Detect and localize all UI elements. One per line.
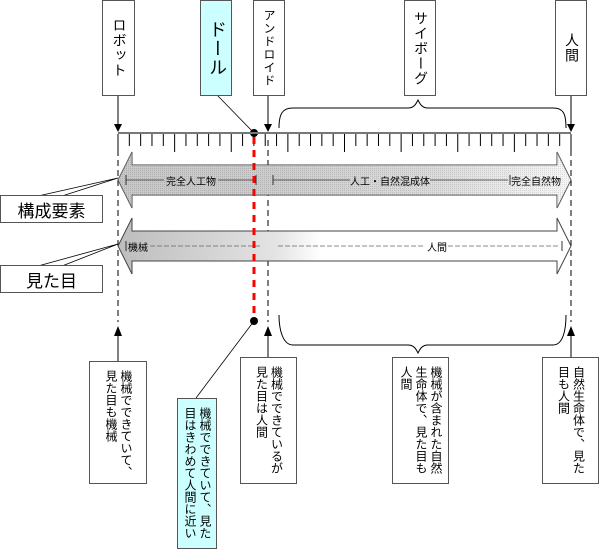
- category-robot: ロボット: [102, 0, 135, 96]
- segment-full-natural: 完全自然物: [511, 177, 561, 188]
- segment-full-artificial: 完全人工物: [166, 177, 216, 188]
- category-label: ドール: [206, 19, 227, 77]
- composition-arrow: [117, 151, 572, 209]
- description-text: 自然生命体で、見た目も人間: [556, 366, 586, 474]
- category-cyborg: サイボーグ: [404, 0, 436, 96]
- segment-human-look: 人間: [427, 243, 447, 254]
- description-text: 機械が含まれた自然生命体で、見た目も人間: [399, 366, 443, 474]
- description-connectors: [114, 326, 575, 361]
- axis-label-appearance: 見た目: [0, 265, 103, 293]
- segment-machine: 機械: [128, 243, 148, 254]
- category-label: アンドロイド: [262, 9, 276, 87]
- description-text: 機械でできていて、見た目はきわめて人間に近い: [183, 407, 212, 539]
- segment-hybrid: 人工・自然混成体: [350, 177, 430, 188]
- category-label: ロボット: [110, 18, 127, 78]
- description-doll: 機械でできていて、見た目はきわめて人間に近い: [177, 398, 217, 549]
- scale-ruler: [117, 132, 572, 152]
- description-text: 機械でできていて、見た目も機械: [104, 370, 133, 478]
- cyborg-brace-bottom: [278, 314, 567, 355]
- description-human: 自然生命体で、見た目も人間: [542, 357, 599, 484]
- axis-label-text: 見た目: [26, 271, 77, 292]
- category-connectors: [114, 94, 575, 137]
- axis-label-text: 構成要素: [17, 201, 86, 222]
- description-text: 機械でできているが見た目は人間: [254, 366, 284, 474]
- category-label: サイボーグ: [412, 10, 428, 86]
- appearance-arrow: [117, 217, 572, 275]
- category-human: 人間: [555, 0, 587, 96]
- description-cyborg: 機械が含まれた自然生命体で、見た目も人間: [392, 357, 449, 484]
- category-label: 人間: [563, 33, 579, 63]
- axis-label-composition: 構成要素: [0, 195, 103, 223]
- description-robot: 機械でできていて、見た目も機械: [89, 361, 147, 484]
- category-android: アンドロイド: [253, 0, 285, 96]
- description-android: 機械でできているが見た目は人間: [240, 357, 297, 484]
- category-doll: ドール: [200, 0, 232, 96]
- cyborg-brace-top: [278, 98, 567, 129]
